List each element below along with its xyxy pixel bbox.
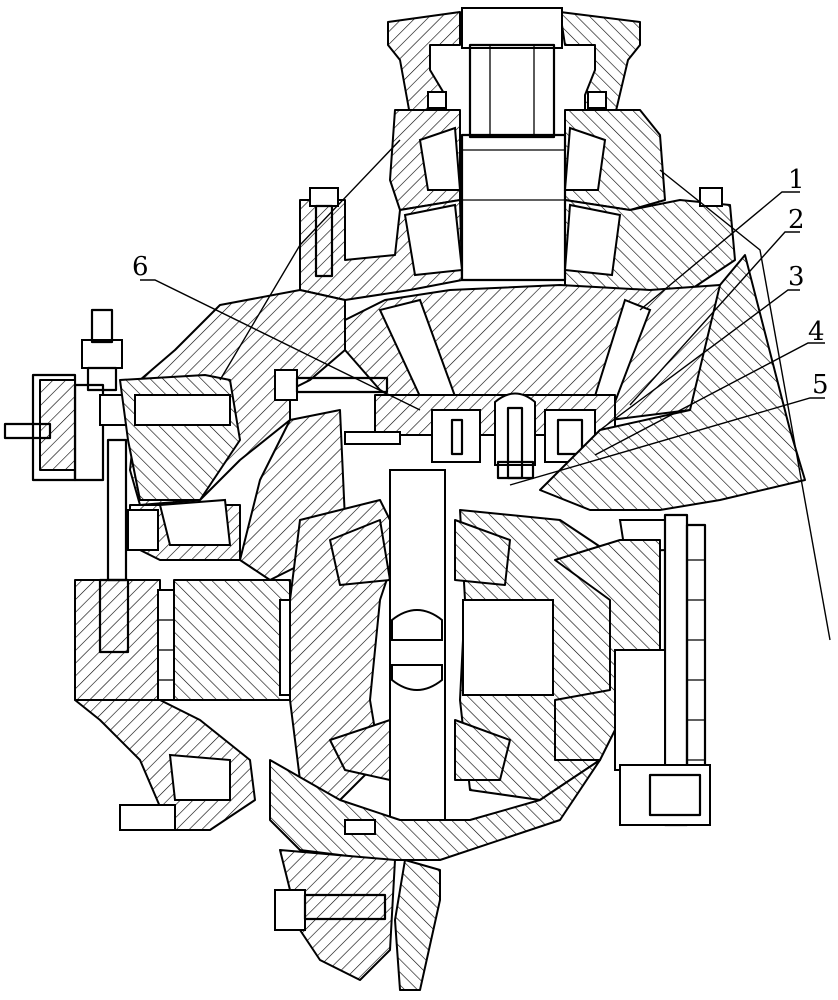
- diff-lock-shift-actuator: [3, 308, 241, 582]
- callout-label-5: 5: [812, 370, 829, 400]
- right-output: [554, 513, 711, 827]
- pinion-housing-upper: [299, 91, 736, 301]
- housing-bolts: [274, 369, 401, 445]
- diff-lock-assembly: [374, 392, 616, 480]
- differential-case: [289, 469, 666, 821]
- callout-labels: 1 2 3 4 5 6: [132, 165, 829, 400]
- callout-label-6: 6: [132, 252, 149, 282]
- callout-label-1: 1: [788, 165, 805, 195]
- leader-lines: [140, 139, 831, 641]
- lower-housing: [74, 699, 601, 991]
- input-flange: [387, 7, 641, 139]
- callout-label-2: 2: [788, 205, 805, 235]
- callout-label-3: 3: [788, 262, 805, 292]
- callout-label-4: 4: [808, 317, 825, 347]
